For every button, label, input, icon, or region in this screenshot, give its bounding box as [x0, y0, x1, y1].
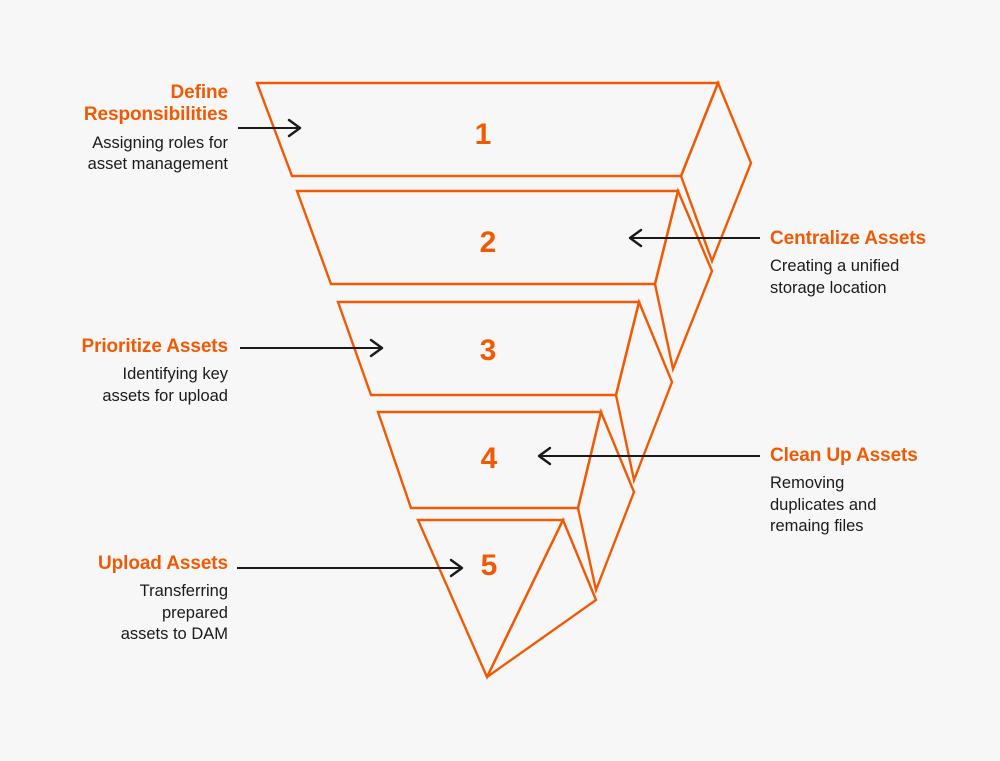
arrow-head-upload-assets — [449, 558, 464, 578]
callout-arrows — [237, 118, 760, 578]
callout-title-prioritize-assets: Prioritize Assets — [81, 336, 229, 357]
callout-title-clean-up-assets: Clean Up Assets — [770, 445, 918, 466]
callout-description-clean-up-assets: Removing duplicates and remaing files — [770, 474, 877, 535]
funnel-tier-2[interactable] — [295, 187, 714, 374]
funnel-tier-2-side-face — [653, 187, 714, 374]
tier-number-2: 2 — [480, 226, 497, 259]
tier-number-1: 1 — [475, 118, 492, 151]
funnel-tier-1[interactable] — [255, 79, 753, 265]
funnel-tier-3-front-face — [336, 300, 641, 397]
funnel-tier-5[interactable] — [416, 517, 598, 680]
tier-numbers: 1 2 3 4 5 — [475, 118, 498, 582]
funnel-tier-1-side-face — [679, 79, 753, 265]
funnel-tier-5-front-face — [416, 518, 565, 680]
callout-title-upload-assets: Upload Assets — [98, 553, 228, 574]
callout-title-centralize-assets: Centralize Assets — [770, 228, 926, 249]
funnel-tier-3[interactable] — [336, 298, 674, 485]
tier-number-4: 4 — [481, 442, 498, 475]
funnel-tier-4-front-face — [376, 410, 603, 510]
callout-description-centralize-assets: Creating a unified storage location — [770, 257, 900, 297]
arrow-head-centralize-assets — [628, 228, 643, 248]
arrow-head-define-responsibilities — [287, 118, 302, 138]
callout-description-upload-assets: Transferring prepared assets to DAM — [120, 582, 228, 643]
callout-description-define-responsibilities: Assigning roles for asset management — [87, 133, 228, 173]
arrow-head-clean-up-assets — [537, 446, 552, 466]
callout-title-define-responsibilities: Define Responsibilities — [83, 82, 228, 126]
funnel-tiers — [255, 79, 753, 680]
arrow-head-prioritize-assets — [369, 338, 384, 358]
tier-number-5: 5 — [481, 549, 498, 582]
callout-description-prioritize-assets: Identifying key assets for upload — [102, 365, 228, 405]
funnel-tier-1-front-face — [255, 81, 720, 178]
funnel-tier-4[interactable] — [376, 408, 636, 595]
funnel-tier-2-front-face — [295, 189, 680, 286]
funnel-tier-5-side-face — [485, 517, 598, 678]
tier-number-3: 3 — [480, 334, 497, 367]
